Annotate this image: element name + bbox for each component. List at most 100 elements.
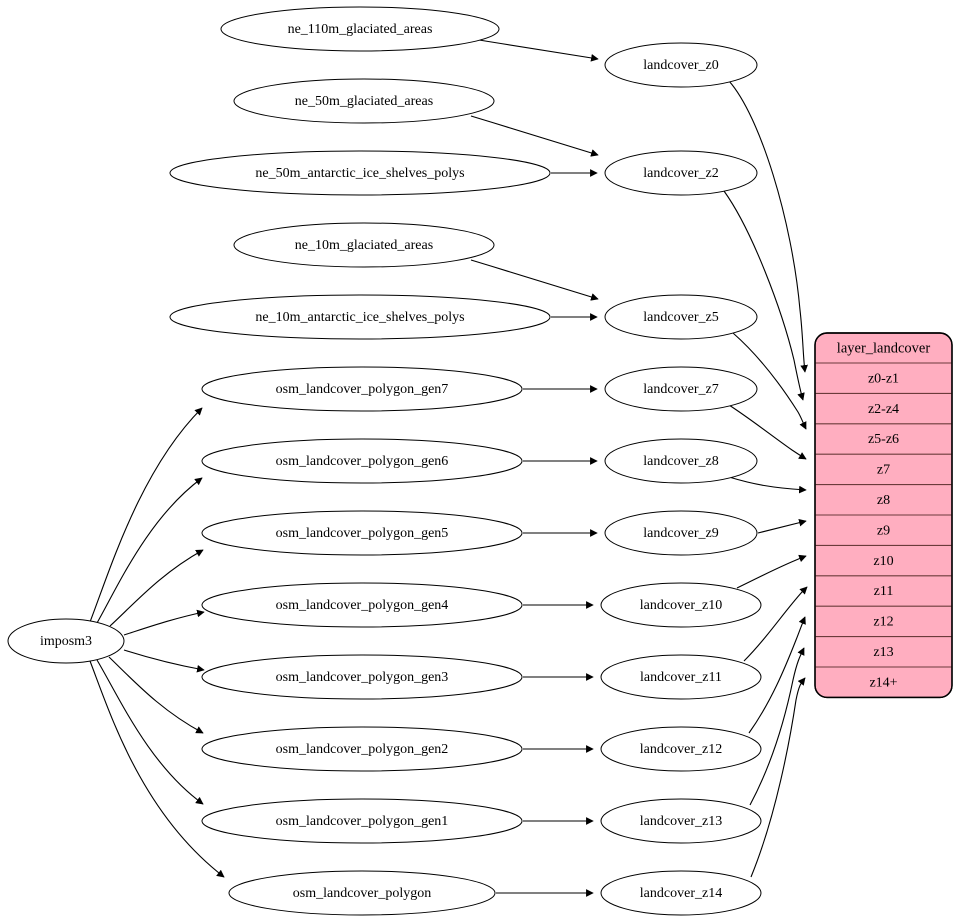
table-row-z8[interactable]: z8 (815, 484, 952, 508)
edge-landcover_z5-to-table_row_2 (732, 332, 807, 430)
node-shape (201, 798, 523, 844)
table-row-label: z12 (873, 615, 893, 630)
edge-path (723, 190, 805, 401)
edge-imposm3-to-osm_landcover_polygon_gen6 (96, 477, 203, 624)
table-row-z14plus[interactable]: z14+ (815, 666, 952, 690)
node-shape (604, 438, 758, 484)
node-osm_landcover_polygon[interactable]: osm_landcover_polygon (228, 870, 496, 916)
node-landcover_z7[interactable]: landcover_z7 (604, 366, 758, 412)
node-shape (600, 870, 762, 916)
edge-landcover_z8-to-table_row_4 (728, 476, 807, 494)
node-label: ne_110m_glaciated_areas (288, 22, 433, 37)
table-header-label: layer_landcover (837, 340, 931, 356)
node-ne_10m_antarctic_ice_shelves_polys[interactable]: ne_10m_antarctic_ice_shelves_polys (169, 294, 551, 340)
table-row-label: z13 (873, 645, 893, 660)
edge-path (109, 549, 204, 627)
node-osm_landcover_polygon_gen5[interactable]: osm_landcover_polygon_gen5 (201, 510, 523, 556)
node-label: landcover_z10 (640, 598, 722, 613)
node-landcover_z0[interactable]: landcover_z0 (604, 42, 758, 88)
edge-ne_50m_glaciated_areas-to-landcover_z2 (470, 115, 599, 157)
node-label: osm_landcover_polygon_gen4 (276, 598, 449, 613)
edge-path (749, 647, 805, 806)
node-label: ne_50m_glaciated_areas (295, 94, 433, 109)
node-label: landcover_z12 (640, 742, 722, 757)
node-label: landcover_z8 (643, 454, 718, 469)
node-landcover_z2[interactable]: landcover_z2 (604, 150, 758, 196)
node-label: osm_landcover_polygon_gen2 (276, 742, 449, 757)
table-row-label: z5-z6 (868, 432, 899, 447)
edges-layer (89, 39, 808, 897)
edge-imposm3-to-osm_landcover_polygon_gen1 (96, 659, 204, 805)
node-shape (169, 294, 551, 340)
node-shape (201, 510, 523, 556)
node-label: ne_50m_antarctic_ice_shelves_polys (255, 166, 464, 181)
table-row-z13[interactable]: z13 (815, 636, 952, 660)
node-landcover_z12[interactable]: landcover_z12 (600, 726, 762, 772)
table-row-label: z9 (877, 523, 890, 538)
edge-landcover_z7-to-table_row_3 (728, 404, 807, 460)
node-label: ne_10m_antarctic_ice_shelves_polys (255, 310, 464, 325)
table-header: layer_landcover (837, 340, 931, 356)
node-label: osm_landcover_polygon_gen1 (276, 814, 449, 829)
node-landcover_z14[interactable]: landcover_z14 (600, 870, 762, 916)
node-landcover_z11[interactable]: landcover_z11 (600, 654, 762, 700)
table-row-z0-z1[interactable]: z0-z1 (815, 362, 952, 386)
table-row-z12[interactable]: z12 (815, 605, 952, 630)
edge-path (750, 677, 806, 878)
node-osm_landcover_polygon_gen7[interactable]: osm_landcover_polygon_gen7 (201, 366, 523, 412)
node-ne_10m_glaciated_areas[interactable]: ne_10m_glaciated_areas (233, 222, 495, 268)
node-landcover_z8[interactable]: landcover_z8 (604, 438, 758, 484)
table-row-z2-z4[interactable]: z2-z4 (815, 392, 952, 417)
table-row-z7[interactable]: z7 (815, 453, 952, 478)
node-ne_50m_antarctic_ice_shelves_polys[interactable]: ne_50m_antarctic_ice_shelves_polys (169, 150, 551, 196)
edge-path (743, 586, 808, 662)
node-shape (228, 870, 496, 916)
node-ne_110m_glaciated_areas[interactable]: ne_110m_glaciated_areas (220, 6, 500, 52)
node-imposm3[interactable]: imposm3 (7, 618, 125, 664)
node-shape (600, 582, 762, 628)
edge-landcover_z9-to-table_row_5 (757, 518, 807, 534)
table-row-label: z10 (873, 554, 893, 569)
node-shape (233, 222, 495, 268)
node-landcover_z5[interactable]: landcover_z5 (604, 294, 758, 340)
node-shape (600, 726, 762, 772)
node-ne_50m_glaciated_areas[interactable]: ne_50m_glaciated_areas (233, 78, 495, 124)
table-row-z9[interactable]: z9 (815, 514, 952, 538)
edge-landcover_z10-to-table_row_6 (736, 554, 807, 589)
edge-path (123, 649, 205, 673)
table-row-z5-z6[interactable]: z5-z6 (815, 423, 952, 447)
node-shape (600, 654, 762, 700)
node-osm_landcover_polygon_gen4[interactable]: osm_landcover_polygon_gen4 (201, 582, 523, 628)
node-label: osm_landcover_polygon (293, 886, 431, 901)
edge-path (123, 609, 205, 636)
node-landcover_z9[interactable]: landcover_z9 (604, 510, 758, 556)
node-label: osm_landcover_polygon_gen5 (276, 526, 449, 541)
edge-path (478, 39, 599, 62)
edge-path (470, 259, 599, 301)
node-label: landcover_z9 (643, 526, 718, 541)
edge-landcover_z12-to-table_row_8 (748, 616, 806, 734)
edge-path (728, 404, 807, 460)
edge-ne_10m_glaciated_areas-to-landcover_z5 (470, 259, 599, 301)
table-row-z11[interactable]: z11 (815, 575, 952, 599)
table-row-z10[interactable]: z10 (815, 544, 952, 569)
node-shape (201, 438, 523, 484)
node-osm_landcover_polygon_gen3[interactable]: osm_landcover_polygon_gen3 (201, 654, 523, 700)
node-label: imposm3 (40, 634, 92, 649)
node-landcover_z10[interactable]: landcover_z10 (600, 582, 762, 628)
edge-ne_110m_glaciated_areas-to-landcover_z0 (478, 39, 599, 62)
node-landcover_z13[interactable]: landcover_z13 (600, 798, 762, 844)
edge-landcover_z0-to-table_row_0 (728, 80, 808, 373)
edge-path (96, 659, 204, 805)
table-row-label: z0-z1 (868, 371, 899, 386)
node-shape (604, 366, 758, 412)
node-osm_landcover_polygon_gen6[interactable]: osm_landcover_polygon_gen6 (201, 438, 523, 484)
edge-path (89, 407, 203, 623)
table-row-label: z14+ (869, 675, 897, 690)
node-osm_landcover_polygon_gen2[interactable]: osm_landcover_polygon_gen2 (201, 726, 523, 772)
node-label: landcover_z11 (640, 670, 722, 685)
node-shape (201, 654, 523, 700)
edge-imposm3-to-osm_landcover_polygon_gen2 (108, 656, 204, 734)
node-osm_landcover_polygon_gen1[interactable]: osm_landcover_polygon_gen1 (201, 798, 523, 844)
